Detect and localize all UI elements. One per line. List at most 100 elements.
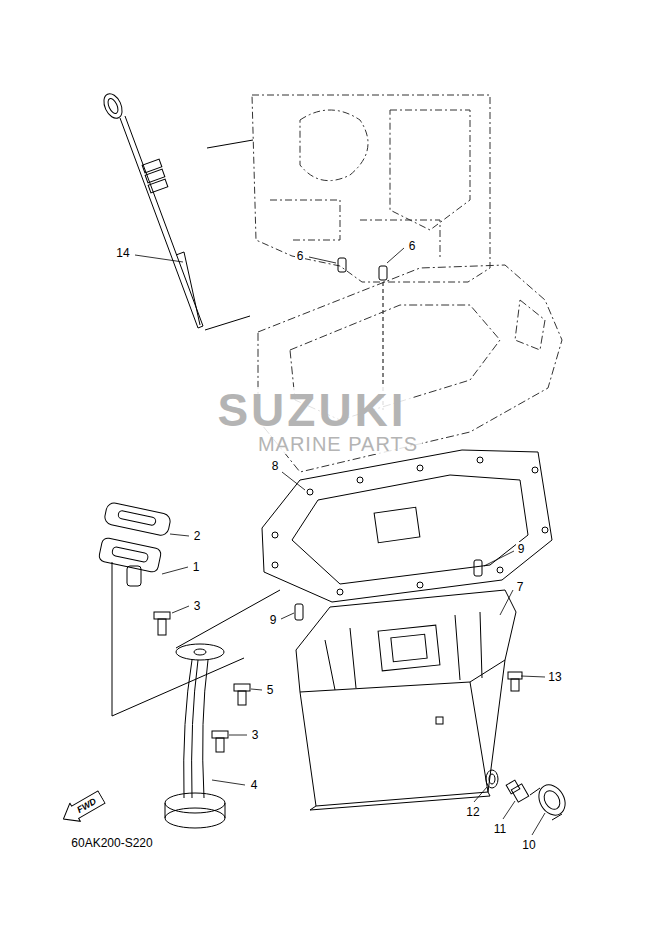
gasket	[262, 450, 552, 602]
callout-number: 12	[464, 805, 481, 819]
oil-dipstick	[106, 97, 120, 115]
watermark: SUZUKI	[213, 387, 410, 433]
cover	[98, 537, 280, 716]
callout-number: 6	[407, 239, 418, 253]
callout-number: 3	[250, 728, 261, 742]
cover	[127, 566, 141, 586]
upper-plate	[515, 300, 545, 350]
o-ring	[489, 774, 495, 784]
drawing-code: 60AK200-S220	[69, 836, 154, 850]
leader-line	[387, 248, 404, 263]
callout-number: 6	[295, 249, 306, 263]
gasket	[542, 527, 548, 533]
gasket	[272, 532, 278, 538]
callout-number: 1	[191, 560, 202, 574]
gasket	[417, 465, 423, 471]
gasket	[497, 567, 503, 573]
leader-line	[212, 780, 245, 785]
oil-strainer	[203, 660, 208, 798]
callout-number: 5	[265, 683, 276, 697]
leader-line	[170, 534, 189, 536]
small-gasket	[118, 510, 157, 526]
oil-pan	[325, 612, 482, 690]
direction-arrow: FWD	[57, 787, 107, 829]
gasket	[262, 450, 552, 602]
gasket	[357, 477, 363, 483]
engine-block	[252, 95, 490, 282]
small-gasket	[103, 502, 171, 537]
dowel-pin	[379, 266, 387, 280]
oil-strainer	[176, 644, 224, 660]
dipstick-bracket-line	[205, 140, 253, 330]
oil-strainer	[165, 793, 225, 813]
leader-line	[474, 787, 487, 802]
o-ring	[486, 770, 498, 788]
oil-pan	[436, 717, 443, 724]
gasket	[417, 582, 423, 588]
cover	[176, 590, 280, 648]
engine-block	[252, 95, 490, 282]
oil-strainer	[165, 808, 225, 828]
gasket	[337, 589, 343, 595]
bolt	[234, 684, 250, 691]
oil-dipstick	[100, 91, 203, 328]
callout-number: 2	[192, 529, 203, 543]
callout-number: 9	[268, 613, 279, 627]
bolt	[154, 612, 170, 619]
leader-line	[135, 248, 545, 835]
callout-number: 10	[520, 838, 537, 852]
oil-pan	[310, 792, 490, 810]
dowel-pin	[474, 560, 482, 576]
gasket	[307, 489, 313, 495]
bolt	[508, 672, 522, 679]
leader-line	[282, 472, 305, 490]
oil-strainer	[184, 660, 192, 798]
plug	[530, 788, 562, 820]
cover	[112, 546, 149, 562]
callout-number: 13	[546, 670, 563, 684]
oil-dipstick	[176, 252, 200, 325]
leader-line	[532, 813, 545, 835]
dowel-pin	[338, 258, 346, 272]
oil-strainer	[194, 649, 206, 655]
watermark: MARINE PARTS	[254, 434, 422, 454]
dowel-pin	[295, 604, 303, 620]
engine-block	[360, 220, 440, 260]
engine-block	[390, 110, 470, 230]
engine-block	[300, 110, 368, 181]
leader-line	[172, 606, 189, 613]
callout-number: 9	[516, 542, 527, 556]
callout-number: 14	[114, 246, 131, 260]
dipstick-bracket-line	[205, 316, 250, 330]
leader-line	[503, 801, 515, 819]
oil-dipstick	[120, 116, 203, 328]
cover	[98, 537, 162, 573]
oil-pan	[296, 590, 516, 810]
leader-line	[135, 255, 183, 262]
engine-block	[270, 200, 340, 240]
oil-strainer	[192, 660, 198, 798]
oil-pan	[300, 660, 505, 806]
oil-pan	[296, 590, 516, 692]
plug	[534, 780, 571, 820]
gasket	[272, 562, 278, 568]
drain-plug	[506, 780, 520, 794]
oil-pan	[378, 625, 440, 671]
leader-line	[281, 613, 294, 619]
leader-line	[229, 735, 247, 736]
leader-line	[251, 689, 262, 690]
drain-plug	[506, 780, 529, 802]
gasket	[532, 467, 538, 473]
bolt	[216, 738, 224, 752]
cover	[112, 562, 244, 716]
gasket	[374, 507, 420, 543]
leader-line	[162, 567, 188, 574]
gasket	[292, 475, 528, 584]
oil-pan	[470, 682, 488, 792]
small-gasket	[103, 502, 171, 537]
o-ring	[486, 770, 498, 788]
leader-line	[309, 257, 336, 263]
oil-pan	[391, 634, 427, 661]
plug	[530, 780, 570, 820]
